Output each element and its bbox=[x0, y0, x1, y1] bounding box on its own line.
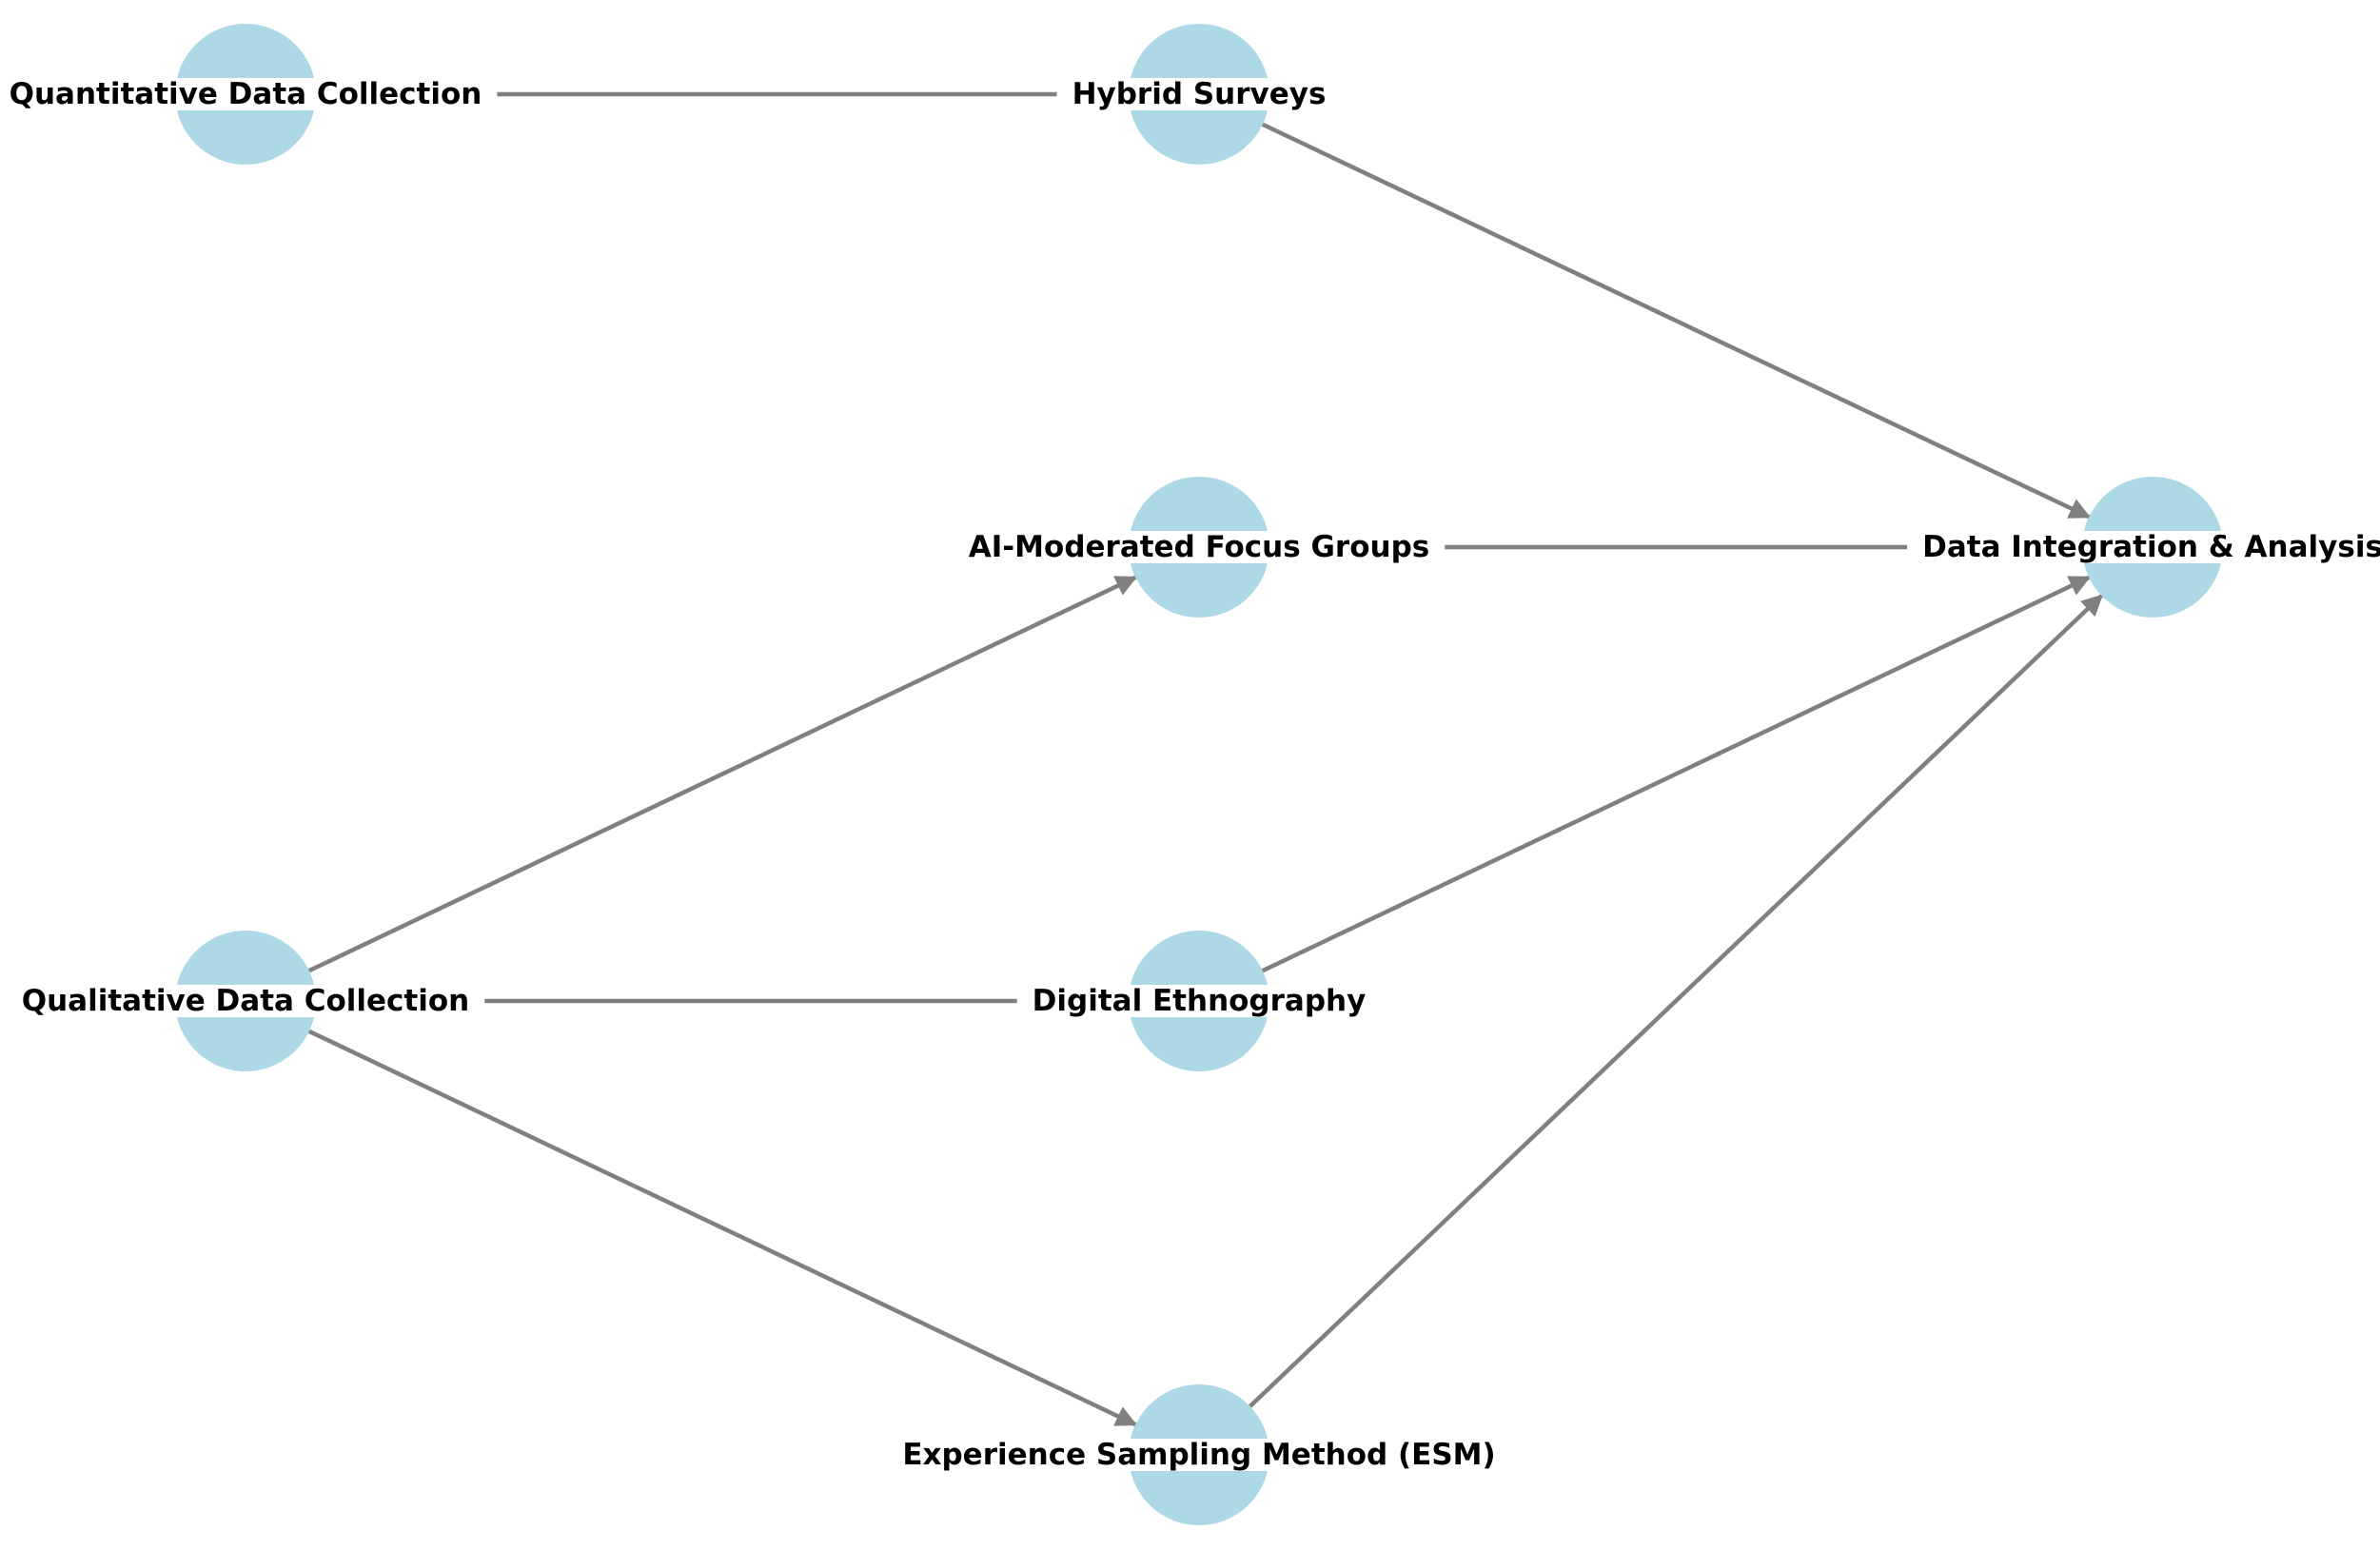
node-label-bg bbox=[962, 531, 1436, 563]
node-label-quant: Quantitative Data Collection bbox=[10, 77, 482, 111]
node-label-group-quant: Quantitative Data Collection bbox=[3, 77, 488, 111]
edge-qual-to-esm bbox=[307, 1029, 1138, 1427]
node-label-group-esm: Experience Sampling Method (ESM) bbox=[896, 1438, 1502, 1472]
node-label-integ: Data Integration & Analysis bbox=[1922, 530, 2380, 564]
edge-hybrid-to-integ bbox=[1261, 122, 2092, 520]
node-label-hybrid: Hybrid Surveys bbox=[1072, 77, 1327, 111]
node-label-group-integ: Data Integration & Analysis bbox=[1917, 530, 2380, 564]
node-label-bg bbox=[1066, 78, 1332, 110]
node-label-ethno: Digital Ethnography bbox=[1033, 984, 1367, 1018]
node-label-bg bbox=[15, 985, 476, 1017]
labels-layer: Quantitative Data CollectionQualitative … bbox=[3, 77, 2380, 1472]
nodes-layer bbox=[175, 24, 2223, 1525]
node-label-group-hybrid: Hybrid Surveys bbox=[1066, 77, 1332, 111]
edge-ethno-to-integ bbox=[1261, 575, 2092, 973]
node-label-bg bbox=[1917, 531, 2380, 563]
edges-layer bbox=[307, 91, 2104, 1427]
node-label-group-qual: Qualitative Data Collection bbox=[15, 984, 476, 1018]
edge-esm-to-integ bbox=[1249, 594, 2104, 1408]
node-label-esm: Experience Sampling Method (ESM) bbox=[902, 1438, 1495, 1472]
node-label-qual: Qualitative Data Collection bbox=[22, 984, 470, 1018]
node-label-ai: AI-Moderated Focus Groups bbox=[969, 530, 1429, 564]
node-label-group-ai: AI-Moderated Focus Groups bbox=[962, 530, 1436, 564]
node-label-group-ethno: Digital Ethnography bbox=[1026, 984, 1372, 1018]
node-label-bg bbox=[3, 78, 488, 110]
edge-qual-to-ai bbox=[307, 575, 1138, 973]
node-label-bg bbox=[896, 1439, 1502, 1471]
node-label-bg bbox=[1026, 985, 1372, 1017]
